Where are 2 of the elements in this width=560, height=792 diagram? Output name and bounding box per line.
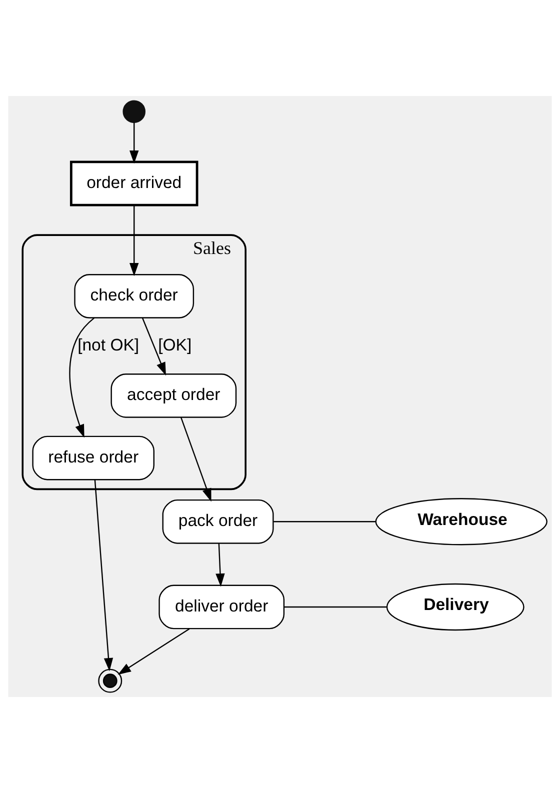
edge-label: [not OK] [78, 334, 140, 354]
edge-label: [OK] [158, 334, 192, 354]
